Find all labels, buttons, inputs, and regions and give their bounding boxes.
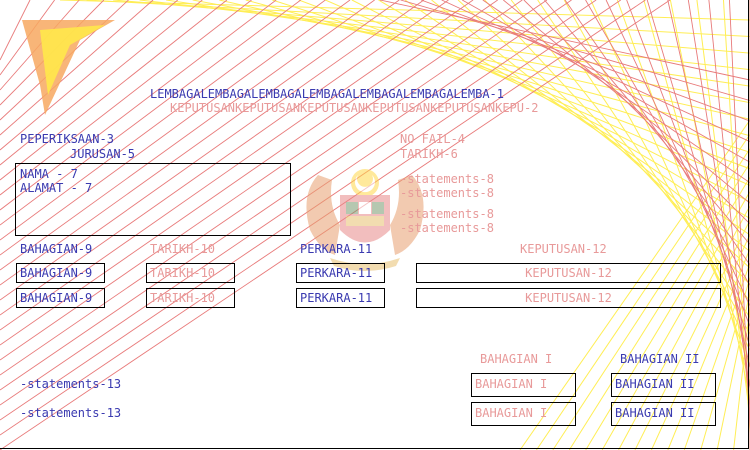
red-curve-line (728, 0, 750, 430)
table1-row2-tarikh: TARIKH-10 (146, 288, 235, 308)
table1-row2-perkara: PERKARA-11 (296, 288, 385, 308)
red-curve-line (0, 0, 597, 406)
yellow-curve-line (325, 0, 750, 186)
red-curve-line (0, 0, 523, 361)
statement-8-c: -statements-8 (400, 207, 494, 221)
alamat-field: ALAMAT - 7 (20, 181, 93, 195)
table1-row1-perkara: PERKARA-11 (296, 263, 385, 283)
red-curve-line (0, 0, 449, 316)
red-curve-line (0, 0, 498, 346)
red-curve-line (0, 0, 548, 376)
red-curve-line (544, 0, 750, 245)
yellow-curve-line (696, 0, 750, 417)
red-curve-line (0, 0, 400, 286)
table2-row2-bahagian-i: BAHAGIAN I (471, 402, 576, 426)
red-curve-line (0, 0, 326, 241)
table1-header-keputusan: KEPUTUSAN-12 (520, 242, 607, 256)
red-curve-line (0, 0, 252, 196)
yellow-curve-line (536, 134, 750, 450)
table2-header-bahagian-i: BAHAGIAN I (480, 352, 553, 366)
red-curve-line (0, 0, 351, 256)
yellow-curve-line (634, 219, 750, 450)
red-curve-line (0, 0, 154, 136)
jurusan-label: JURUSAN-5 (70, 147, 136, 161)
yellow-curve-line (298, 0, 750, 170)
nama-field: NAMA - 7 (20, 167, 78, 181)
yellow-curve-line (667, 248, 750, 450)
red-curve-line (0, 0, 31, 61)
red-curve-line (0, 0, 203, 166)
table1-row2-keputusan: KEPUTUSAN-12 (416, 288, 721, 308)
table2-row1-bahagian-i: BAHAGIAN I (471, 373, 576, 397)
table1-row1-bahagian: BAHAGIAN-9 (16, 263, 105, 283)
corner-ornament-icon (22, 20, 115, 115)
table1-row1-tarikh: TARIKH-10 (146, 263, 235, 283)
yellow-curve-line (272, 0, 750, 153)
statement-13-a: -statements-13 (20, 377, 122, 391)
header-line-2: KEPUTUSANKEPUTUSANKEPUTUSANKEPUTUSANKEPU… (170, 101, 539, 115)
red-curve-line (605, 0, 750, 307)
table1-row1-keputusan: KEPUTUSAN-12 (416, 263, 721, 283)
coat-of-arms-icon (306, 169, 424, 271)
statement-13-b: -statements-13 (20, 406, 122, 420)
red-curve-line (585, 0, 750, 286)
yellow-curve-line (618, 205, 750, 450)
yellow-curve-line (585, 176, 750, 450)
table2-row2-bahagian-ii: BAHAGIAN II (611, 402, 716, 426)
yellow-curve-line (519, 119, 750, 450)
red-curve-line (708, 0, 750, 409)
red-curve-line (564, 0, 750, 266)
table1-row2-bahagian: BAHAGIAN-9 (16, 288, 105, 308)
yellow-curve-line (643, 0, 750, 384)
yellow-curve-line (616, 0, 750, 368)
yellow-curve-line (568, 162, 750, 450)
red-curve-line (626, 0, 750, 327)
yellow-curve-line (669, 0, 750, 401)
red-curve-line (379, 0, 750, 81)
peperiksaan-label: PEPERIKSAAN-3 (20, 132, 114, 146)
yellow-curve-line (537, 0, 750, 318)
red-curve-line (0, 0, 178, 151)
table2-header-bahagian-ii: BAHAGIAN II (620, 352, 700, 366)
table2-row1-bahagian-ii: BAHAGIAN II (611, 373, 716, 397)
tarikh-label: TARIKH-6 (400, 147, 458, 161)
yellow-curve-line (404, 0, 750, 236)
candidate-box (15, 163, 291, 236)
no-fail-label: NO FAIL-4 (400, 132, 466, 146)
table1-header-perkara: PERKARA-11 (300, 242, 373, 256)
red-curve-line (667, 0, 750, 368)
table1-header-bahagian: BAHAGIAN-9 (20, 242, 93, 256)
yellow-curve-line (166, 0, 750, 87)
table1-header-tarikh: TARIKH-10 (150, 242, 216, 256)
red-curve-line (0, 0, 425, 301)
statement-8-d: -statements-8 (400, 221, 494, 235)
statement-8-b: -statements-8 (400, 186, 494, 200)
yellow-curve-line (733, 305, 750, 450)
yellow-curve-line (431, 0, 750, 252)
red-curve-line (0, 0, 474, 331)
red-curve-line (0, 0, 375, 271)
red-curve-line (523, 0, 750, 225)
red-curve-line (687, 0, 750, 389)
red-curve-line (0, 0, 277, 211)
statement-8-a: -statements-8 (400, 172, 494, 186)
yellow-curve-line (683, 262, 750, 450)
yellow-curve-line (457, 0, 750, 269)
yellow-curve-line (378, 0, 750, 219)
yellow-curve-line (245, 0, 750, 137)
yellow-curve-line (59, 0, 750, 21)
yellow-curve-line (552, 148, 750, 450)
red-curve-line (0, 0, 228, 181)
yellow-curve-line (484, 0, 750, 285)
red-curve-line (0, 0, 302, 226)
red-curve-line (0, 0, 572, 391)
header-line-1: LEMBAGALEMBAGALEMBAGALEMBAGALEMBAGALEMBA… (150, 87, 505, 101)
